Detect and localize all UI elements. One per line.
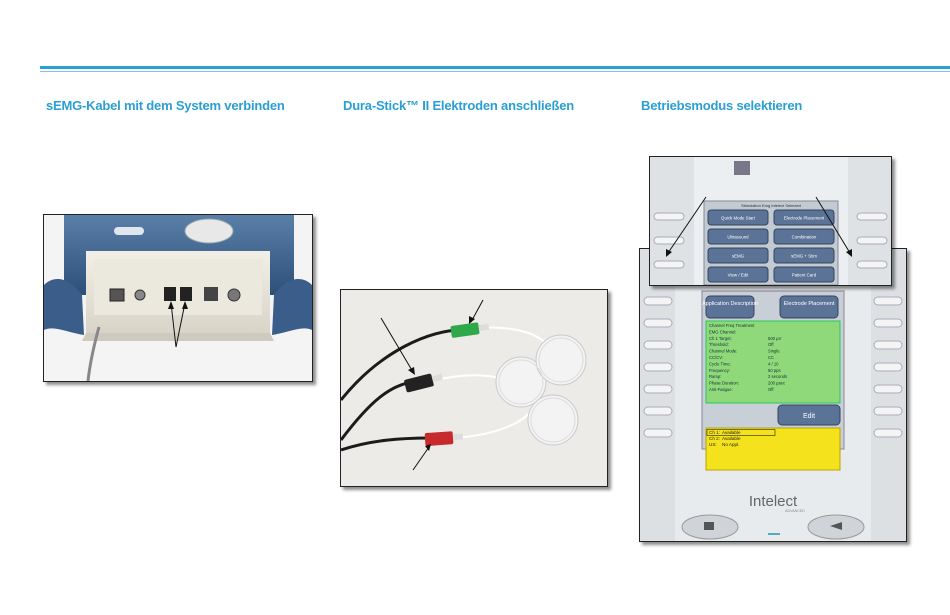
electrode-cables-photo [340,289,608,487]
device-screen-photo: Application Description Electrode Placem… [639,248,907,542]
menu-button-label: Quick Mode Start [721,216,756,221]
menu-button-label: sEMG + Stim [791,254,817,259]
param-label: Channel Freq Treatment [709,323,755,328]
menu-title: Stimulation Emg Intelect Selected [741,203,801,208]
param-label: CC/CV: [709,355,723,360]
param-value: 50 pps [768,368,781,373]
device-connector-photo [43,214,313,382]
param-value: 2 seconds [768,374,787,379]
brand-subtitle: ADVANCED [785,509,805,513]
param-label: Ch 1 Target: [709,336,732,341]
heading-select-mode: Betriebsmodus selektieren [641,98,803,113]
edit-button[interactable]: Edit [803,413,815,420]
status-label: US: [709,442,717,447]
param-value: 500 µV [768,336,782,341]
param-value: Single [768,349,780,354]
menu-button[interactable] [773,228,835,245]
menu-button-label: Ultrasound [727,235,749,240]
header-rule-thin [40,71,950,72]
menu-button-label: View / Edit [728,273,749,278]
param-value: CC [768,355,774,360]
heading-connect-semg-cable: sEMG-Kabel mit dem System verbinden [46,98,285,113]
device-menu-zoom-photo: Stimulation Emg Intelect Selected Quick … [649,156,892,286]
param-label: Phase Duration: [709,381,739,386]
param-value: 4 / 10 [768,361,779,366]
param-label: Threshold: [709,342,729,347]
status-value: Available [722,430,741,435]
menu-button-label: sEMG [732,254,745,259]
param-label: Frequency: [709,368,730,373]
menu-button[interactable] [707,266,769,283]
param-value: 200 µsec [768,381,785,386]
btn-electrode-line: Electrode Placement [784,301,835,307]
status-label: Ch 2: [709,436,720,441]
param-value: Off [768,342,774,347]
menu-button[interactable] [707,247,769,264]
status-value: No Appl. [722,442,739,447]
menu-button-label: Combination [792,235,817,240]
status-label: Ch 1: [709,430,720,435]
btn-application-line: Application Description [702,301,758,307]
menu-button[interactable] [773,266,835,283]
param-label: Cycle Time: [709,361,731,366]
heading-attach-electrodes: Dura-Stick™ II Elektroden anschließen [343,98,574,113]
menu-button[interactable] [773,209,835,226]
menu-button[interactable] [707,209,769,226]
brand-logo: Intelect [749,493,798,510]
header-rule [40,66,950,69]
param-value: Off [768,387,774,392]
menu-button-label: Patient Card [792,273,817,278]
param-label: EMG Channel: [709,329,736,334]
param-label: Channel Mode: [709,349,737,354]
menu-button[interactable] [773,247,835,264]
menu-button-label: Electrode Placement [784,216,825,221]
menu-button[interactable] [707,228,769,245]
param-label: Ramp: [709,374,721,379]
status-value: Available [722,436,741,441]
param-label: Anti-Fatigue: [709,387,733,392]
